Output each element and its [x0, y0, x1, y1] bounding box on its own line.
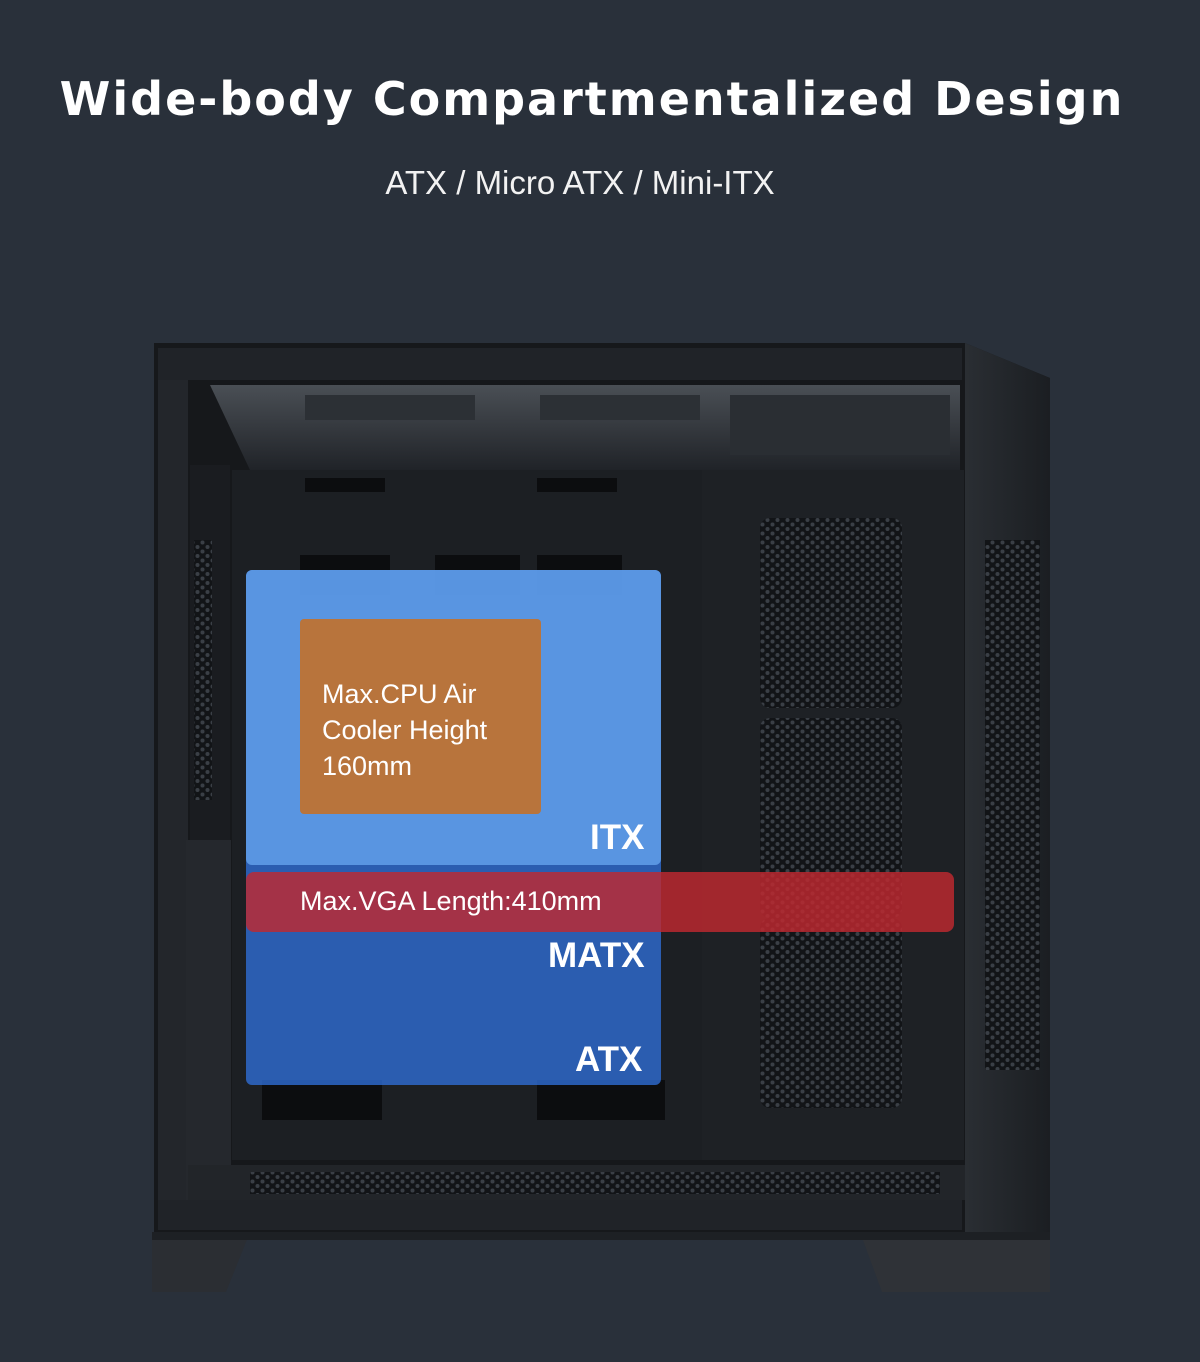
front-frame-left — [158, 358, 188, 1210]
form-factor-subtitle: ATX / Micro ATX / Mini-ITX — [385, 164, 775, 201]
fan-mount-bottom — [760, 918, 902, 1108]
itx-label: ITX — [590, 818, 645, 857]
fan-mount-top — [760, 518, 902, 708]
left-foot — [152, 1232, 250, 1292]
matx-label: MATX — [548, 936, 645, 975]
right-foot — [860, 1232, 1050, 1292]
vga-length-label: Max.VGA Length:410mm — [300, 886, 602, 916]
vga-length-bar — [246, 872, 954, 932]
atx-label: ATX — [575, 1040, 643, 1079]
page-title: Wide-body Compartmentalized Design — [59, 72, 1125, 126]
side-mesh — [985, 540, 1040, 1070]
fan-mount-middle — [760, 718, 902, 918]
cpu-cooler-label: Max.CPU Air Cooler Height 160mm — [322, 679, 488, 781]
cpu-cooler-zone — [300, 619, 541, 814]
bottom-mesh — [250, 1172, 940, 1194]
front-frame-bottom — [158, 1200, 962, 1230]
front-frame-top — [158, 348, 962, 380]
